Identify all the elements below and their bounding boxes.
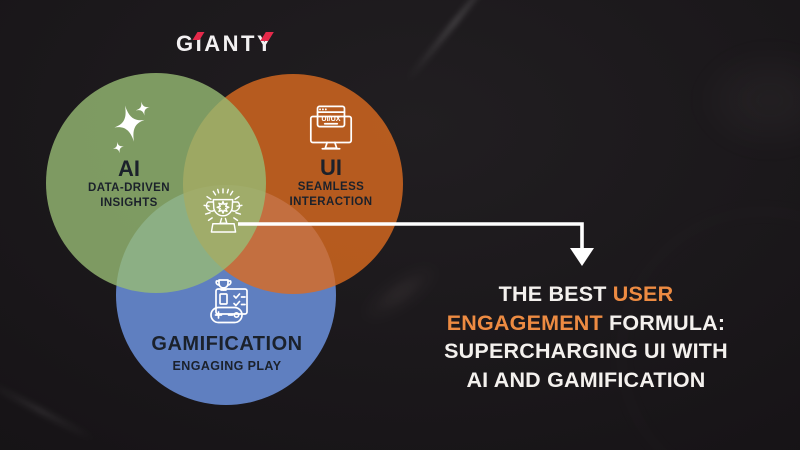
uiux-icon-label: UI/UX [321,114,340,123]
arrowhead-down-icon [570,248,594,266]
venn-subtitle-ui-line1: SEAMLESS [297,181,365,193]
venn-circle-ai [46,73,266,293]
headline: THE BEST USER ENGAGEMENT FORMULA: SUPERC… [433,280,739,394]
sparkles-icon [112,101,150,154]
venn-subtitle-ai-line2: INSIGHTS [100,197,158,209]
venn-subtitle-gamification: ENGAGING PLAY [172,359,282,373]
smoke-glow [690,40,800,160]
brand-logo-text: GIANTY [176,31,275,56]
headline-line-2: ENGAGEMENT FORMULA: [433,309,739,338]
headline-accent-text: ENGAGEMENT [446,310,603,335]
venn-label-ai: AI DATA-DRIVEN INSIGHTS [43,101,215,211]
uiux-monitor-icon: UI/UX [309,105,353,150]
gamepad-checklist-icon [210,279,248,324]
smoke-wisp [0,380,95,441]
headline-line-4: AI AND GAMIFICATION [466,367,706,392]
venn-subtitle-ui-line2: INTERACTION [289,196,373,208]
smoke-wisp [355,256,445,330]
venn-title-ai: AI [118,156,140,181]
headline-text: THE BEST [498,282,607,306]
venn-title-gamification: GAMIFICATION [151,333,303,355]
venn-label-ui: UI/UX UI SEAMLESS INTERACTION [256,104,406,210]
venn-label-gamification: GAMIFICATION ENGAGING PLAY [132,278,322,374]
venn-title-ui: UI [320,155,342,180]
headline-line-1: THE BEST USER [433,280,739,309]
headline-text: FORMULA: [609,310,726,335]
trophy-icon [203,188,243,233]
brand-logo: GIANTY [176,31,274,57]
venn-center [194,186,252,253]
venn-subtitle-ai-line1: DATA-DRIVEN [88,182,170,194]
headline-accent-text: USER [612,282,674,306]
smoke-wisp [406,0,504,82]
headline-line-3: SUPERCHARGING UI WITH [444,339,728,363]
